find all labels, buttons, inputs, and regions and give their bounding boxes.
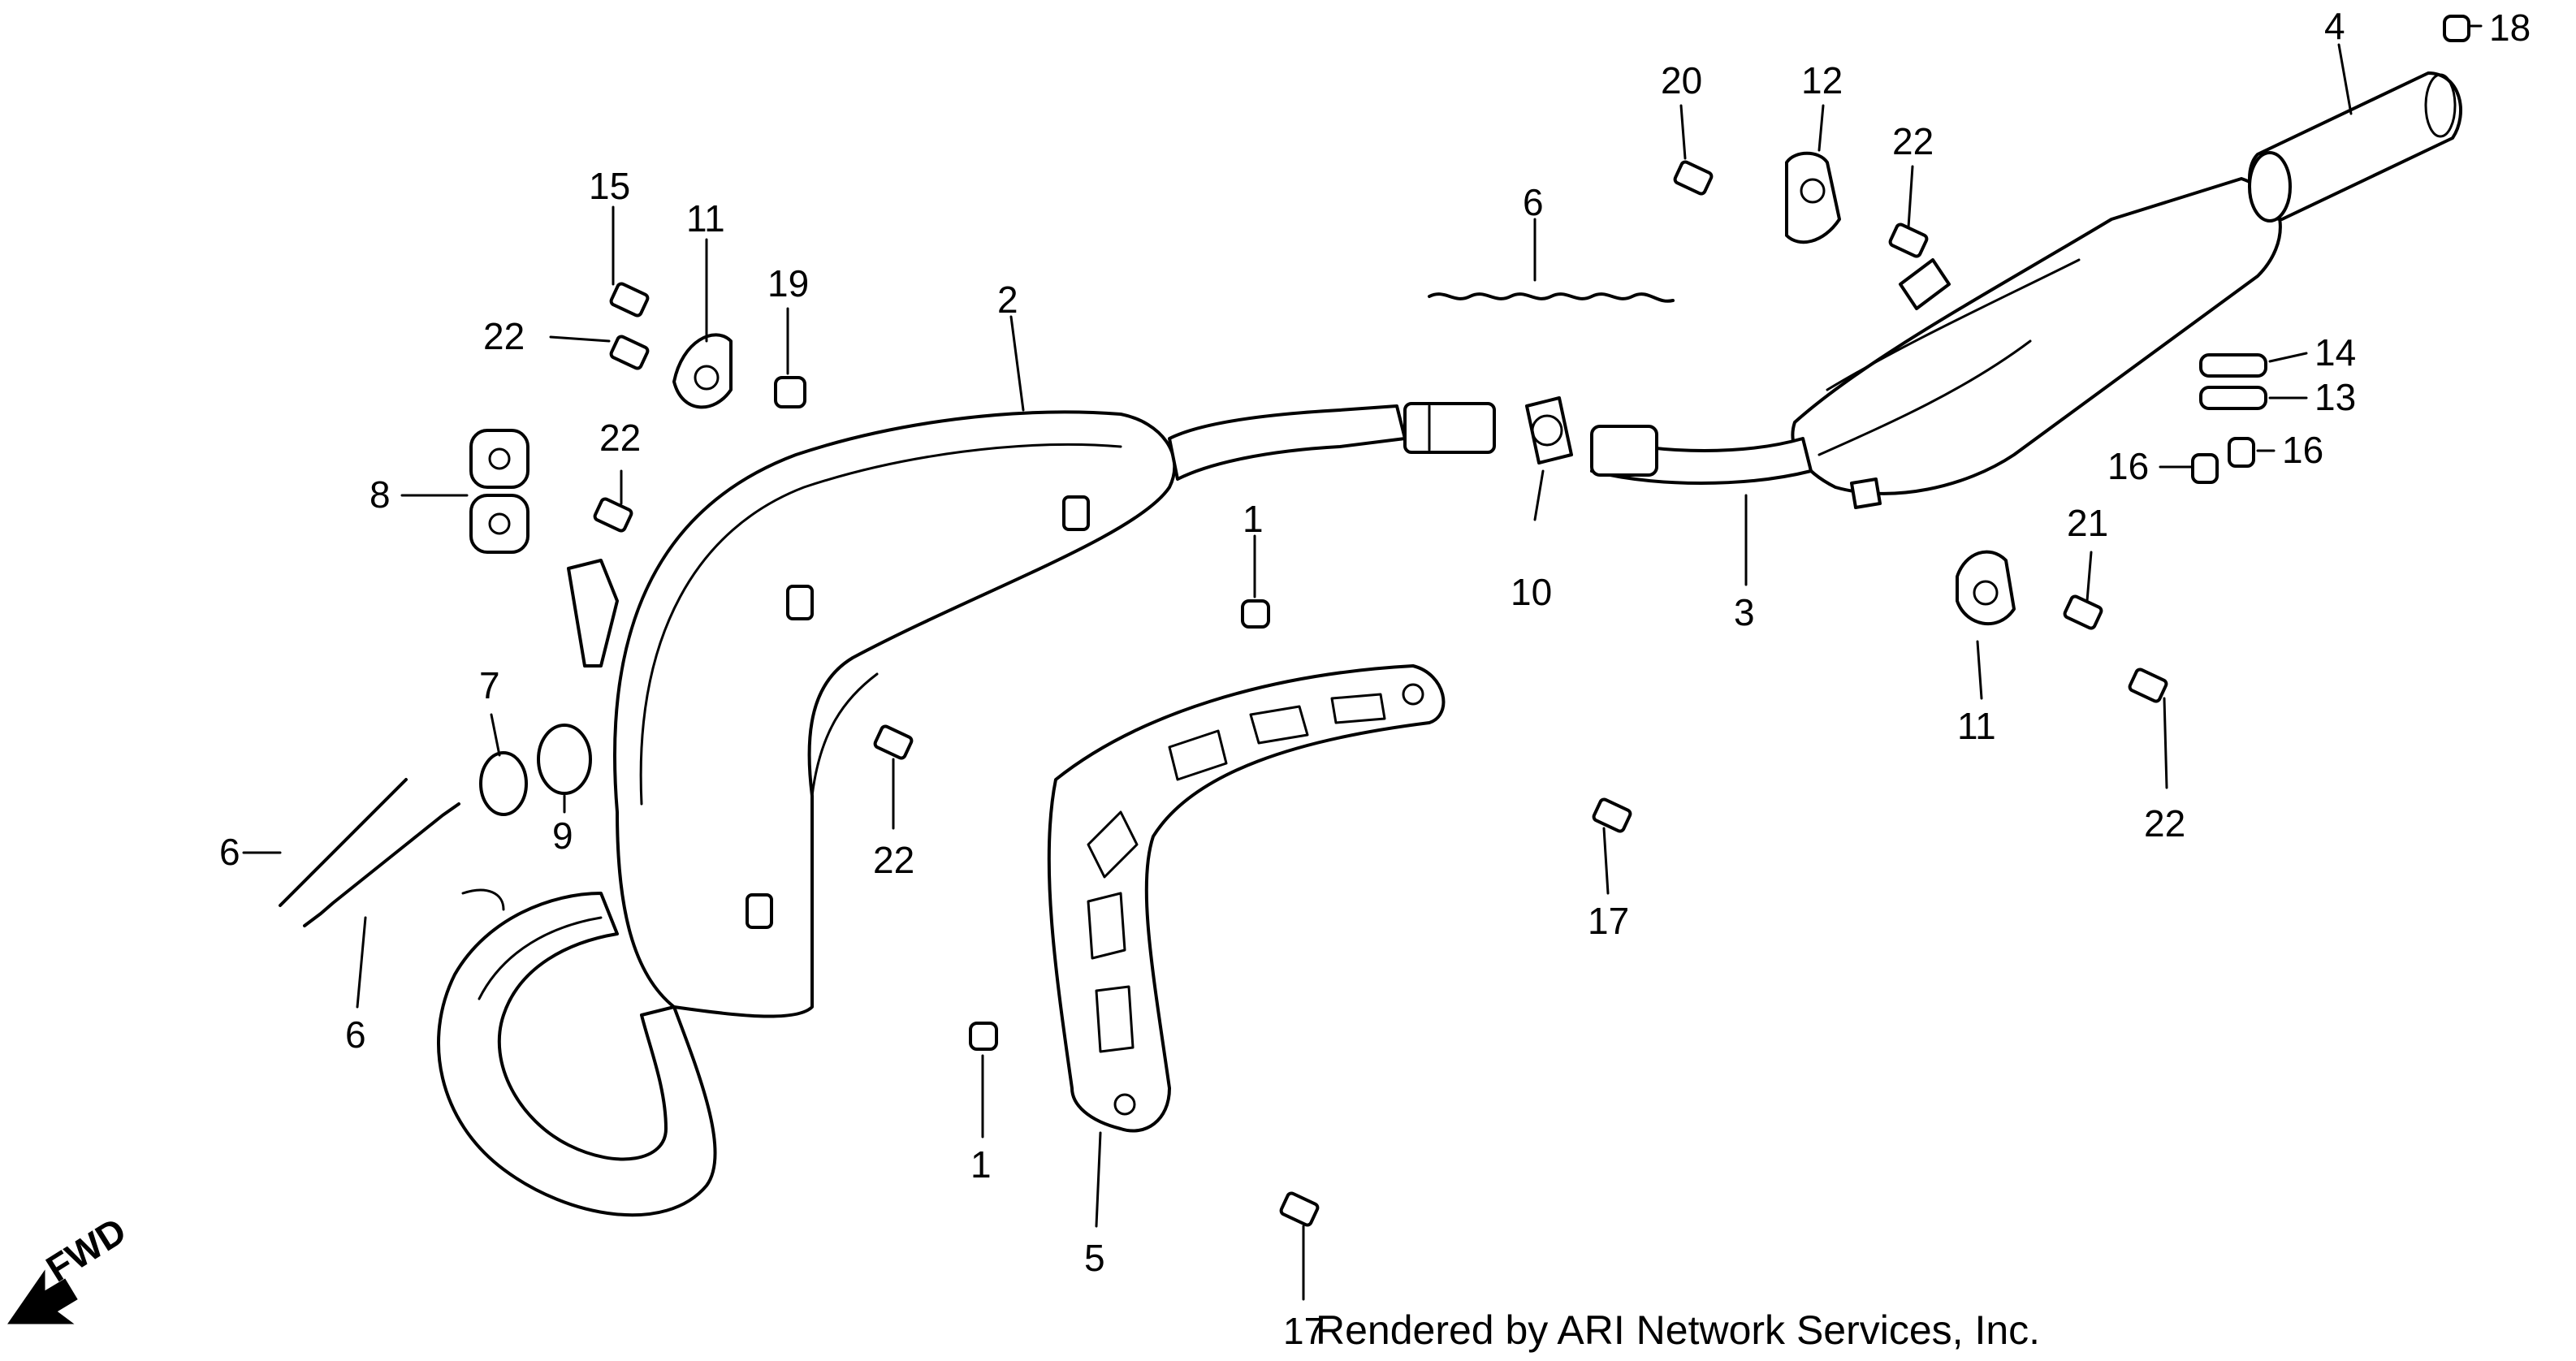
bolt-17-right bbox=[1592, 797, 1632, 833]
o-ring-7 bbox=[479, 751, 528, 816]
callout-2: 2 bbox=[997, 279, 1018, 321]
bolt-22-upper-right bbox=[1888, 223, 1929, 258]
callout-1-lower: 1 bbox=[970, 1143, 992, 1186]
callout-22-upper-left: 22 bbox=[483, 315, 525, 357]
callout-20: 20 bbox=[1661, 59, 1702, 102]
spring-top bbox=[1428, 292, 1675, 303]
rubber-mount-8 bbox=[469, 429, 529, 554]
callout-13: 13 bbox=[2315, 376, 2356, 418]
callout-22-upper-right: 22 bbox=[1892, 120, 1934, 162]
leader-lines bbox=[242, 24, 2483, 1301]
bracket-11-left bbox=[672, 333, 733, 409]
forward-direction-indicator: FWD bbox=[7, 1209, 133, 1324]
bracket-12 bbox=[1785, 151, 1841, 244]
callout-9: 9 bbox=[552, 814, 573, 857]
callout-17-right: 17 bbox=[1588, 900, 1629, 942]
callout-7: 7 bbox=[479, 664, 500, 706]
nut-16-left bbox=[2191, 453, 2219, 484]
callout-10: 10 bbox=[1511, 571, 1552, 613]
callout-19: 19 bbox=[767, 262, 809, 305]
bolt-22-middle bbox=[873, 724, 914, 760]
bolt-20 bbox=[1673, 160, 1714, 196]
callout-6-left-lower: 6 bbox=[345, 1013, 366, 1056]
silencer bbox=[1590, 177, 2282, 509]
callout-5: 5 bbox=[1084, 1237, 1105, 1279]
nut-18 bbox=[2443, 15, 2470, 42]
expansion-chamber bbox=[437, 402, 1496, 1217]
spring-left-lower bbox=[303, 802, 460, 927]
callout-14: 14 bbox=[2315, 331, 2356, 374]
callout-3: 3 bbox=[1734, 591, 1755, 633]
callout-labels: 2 6 10 3 4 18 20 12 22 14 13 16 16 21 11… bbox=[219, 5, 2531, 1352]
callout-22-left: 22 bbox=[599, 417, 641, 459]
callout-11-left: 11 bbox=[686, 197, 725, 240]
bolt-22-left bbox=[593, 497, 633, 533]
callout-16-right: 16 bbox=[2282, 429, 2323, 471]
plate-13 bbox=[2199, 386, 2267, 410]
callout-11-right: 11 bbox=[1957, 705, 1996, 747]
forward-label: FWD bbox=[39, 1209, 133, 1290]
nut-1-lower bbox=[969, 1022, 998, 1051]
nut-19 bbox=[774, 376, 806, 408]
bolt-15 bbox=[609, 282, 650, 318]
render-credit: Rendered by ARI Network Services, Inc. bbox=[1316, 1307, 2040, 1353]
gasket bbox=[1525, 396, 1573, 464]
bolt-17-bottom bbox=[1279, 1191, 1320, 1227]
nut-16-right bbox=[2228, 437, 2255, 468]
callout-1-upper: 1 bbox=[1243, 498, 1264, 540]
callout-18: 18 bbox=[2489, 6, 2531, 49]
o-ring-9 bbox=[537, 724, 592, 795]
callout-15: 15 bbox=[589, 165, 630, 207]
bolt-22-upper-left bbox=[609, 335, 650, 370]
callout-6-top: 6 bbox=[1523, 181, 1544, 223]
callout-12: 12 bbox=[1801, 59, 1843, 102]
bracket-11-right bbox=[1956, 550, 2016, 625]
callout-6-left-upper: 6 bbox=[219, 831, 240, 873]
bolt-22-right bbox=[2128, 668, 2168, 703]
forward-arrow-icon bbox=[7, 1269, 78, 1324]
callout-8: 8 bbox=[370, 473, 391, 516]
spring-left-upper bbox=[279, 778, 408, 907]
callout-22-middle: 22 bbox=[873, 839, 914, 881]
callout-21: 21 bbox=[2067, 502, 2108, 544]
silencer-end-cap bbox=[2248, 71, 2462, 223]
nut-1-upper bbox=[1241, 599, 1270, 629]
heat-shield bbox=[1047, 664, 1446, 1133]
callout-16-left: 16 bbox=[2107, 445, 2149, 487]
plate-14 bbox=[2199, 353, 2267, 378]
bolt-21 bbox=[2063, 594, 2103, 630]
callout-22-right: 22 bbox=[2144, 802, 2185, 845]
callout-4: 4 bbox=[2324, 5, 2345, 47]
callout-17-bottom: 17 bbox=[1283, 1310, 1325, 1352]
